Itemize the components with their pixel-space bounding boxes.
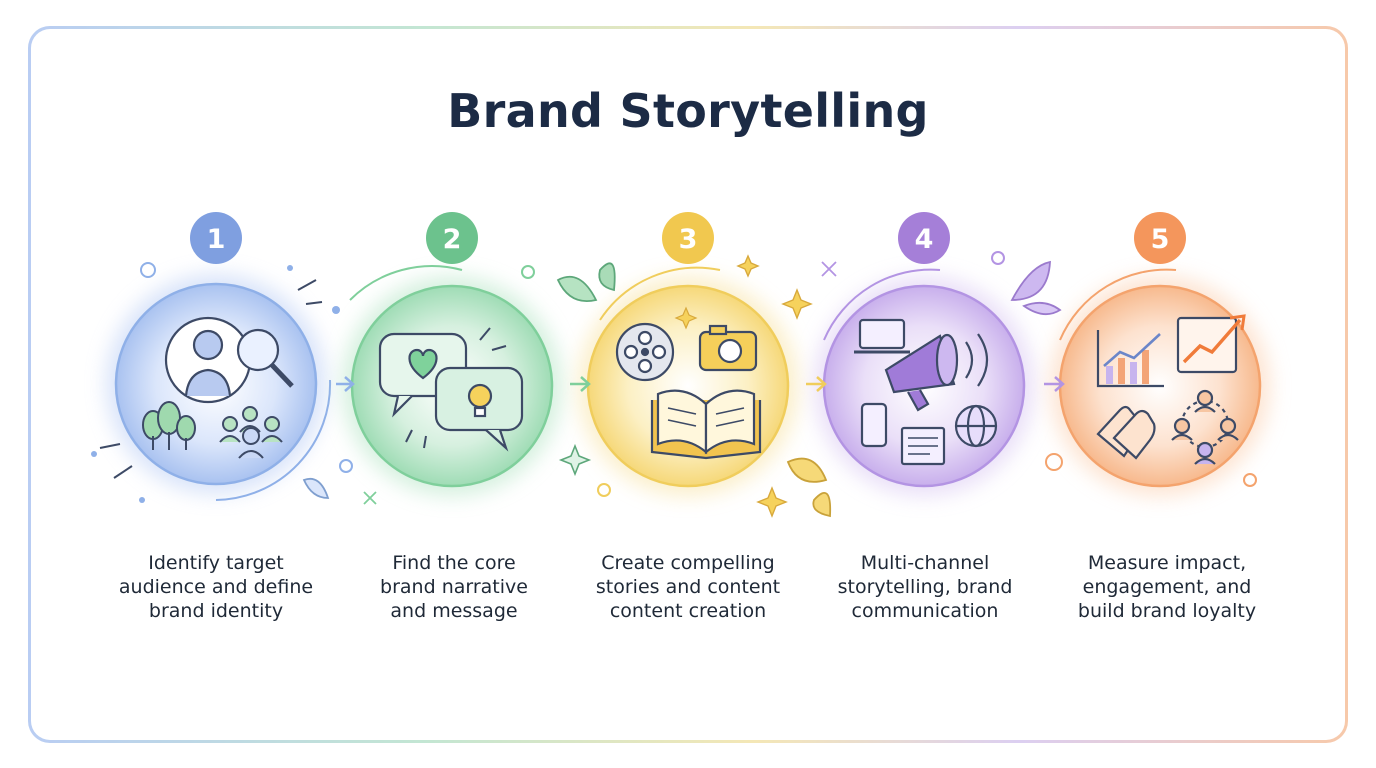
film-reel-icon (615, 322, 675, 382)
step-5: 5 (1050, 212, 1270, 496)
step-1-caption: Identify target audience and define bran… (96, 551, 336, 623)
open-book-icon (650, 389, 762, 460)
sparkle-decoration (821, 261, 837, 277)
step-1-badge (190, 212, 242, 264)
spark-line-decoration (305, 301, 323, 305)
sparkle-lines-icon (405, 327, 507, 449)
trend-arrow-icon (1176, 314, 1246, 374)
step-5-caption-line: Measure impact, (1087, 552, 1247, 574)
leaf-decoration (786, 457, 828, 483)
step-1-orbit (215, 379, 332, 501)
step-5-badge (1134, 212, 1186, 264)
dot-decoration (597, 483, 611, 497)
step-4-caption-line: Multi-channel (860, 552, 990, 574)
step-2-number: 2 (443, 224, 462, 255)
sparkle-decoration (736, 254, 760, 278)
dot-decoration (139, 497, 145, 503)
community-network-icon (1171, 389, 1239, 465)
connector-2-3 (570, 376, 591, 392)
step-5-caption-line: build brand loyalty (1077, 600, 1257, 622)
spark-line-decoration (99, 443, 121, 449)
step-3-caption-line: Create compelling (601, 552, 775, 574)
step-1-caption-line: brand identity (148, 600, 284, 622)
sparkle-decoration (756, 486, 788, 518)
leaf-decoration (598, 262, 616, 292)
dot-decoration (991, 251, 1005, 265)
step-4-number: 4 (915, 224, 934, 255)
globe-icon (954, 404, 998, 448)
step-2-caption-line: brand narrative (380, 576, 528, 598)
step-3-caption: Create compelling stories and content co… (568, 551, 808, 623)
dot-decoration (339, 459, 353, 473)
step-4-orbit (823, 268, 941, 341)
dot-decoration (521, 265, 535, 279)
step-2-badge (426, 212, 478, 264)
step-4-caption: Multi-channel storytelling, brand commun… (805, 551, 1045, 623)
step-4: 4 (814, 212, 1034, 496)
leaf-decoration (556, 275, 598, 302)
audience-icon (219, 406, 283, 459)
sparkle-decoration (363, 491, 377, 505)
step-4-caption-line: communication (851, 600, 999, 622)
step-4-caption-line: storytelling, brand (837, 576, 1013, 598)
step-3: 3 (578, 212, 798, 496)
dot-decoration (287, 265, 293, 271)
growth-chart-icon (1096, 330, 1164, 388)
step-5-number: 5 (1151, 224, 1170, 255)
sparkle-decoration (781, 288, 813, 320)
step-2-orbit (349, 265, 463, 301)
step-5-orbit (1059, 268, 1177, 341)
leaf-decoration (1010, 260, 1051, 301)
connector-4-5 (1044, 376, 1065, 392)
leaf-decoration (812, 491, 832, 518)
step-5-caption: Measure impact, engagement, and build br… (1047, 551, 1287, 623)
sparkle-decoration (558, 443, 592, 477)
step-2-caption-line: and message (390, 600, 518, 622)
step-1-caption-line: audience and define (118, 576, 314, 598)
step-3-badge (662, 212, 714, 264)
step-3-caption-line: stories and content (595, 576, 781, 598)
megaphone-icon (884, 333, 989, 412)
clapping-hands-icon (1096, 405, 1156, 460)
laptop-icon (854, 318, 910, 354)
newspaper-icon (900, 426, 946, 466)
phone-icon (860, 402, 888, 448)
step-1: 1 (106, 212, 332, 501)
step-3-orbit (599, 266, 721, 321)
trees-icon (142, 401, 196, 450)
step-5-caption-line: engagement, and (1082, 576, 1252, 598)
leaf-decoration (1022, 301, 1062, 316)
user-search-icon (164, 316, 294, 404)
step-1-number: 1 (207, 224, 226, 255)
step-2-caption-line: Find the core (392, 552, 516, 574)
spark-line-decoration (297, 279, 317, 291)
dot-decoration (1243, 473, 1257, 487)
dot-decoration (140, 262, 156, 278)
dot-decoration (91, 451, 97, 457)
step-2-caption: Find the core brand narrative and messag… (334, 551, 574, 623)
diagram-title: Brand Storytelling (447, 84, 929, 138)
step-3-number: 3 (679, 224, 698, 255)
step-1-caption-line: Identify target (148, 552, 284, 574)
decorations (91, 251, 1257, 518)
step-2: 2 (342, 212, 562, 496)
dot-decoration (332, 306, 340, 314)
sparkle-decoration (674, 306, 698, 330)
spark-line-decoration (113, 465, 133, 479)
dot-decoration (1045, 453, 1063, 471)
camera-icon (698, 324, 758, 372)
step-4-badge (898, 212, 950, 264)
connector-1-2 (336, 376, 355, 392)
step-3-caption-line: content creation (609, 600, 767, 622)
connector-3-4 (806, 376, 827, 392)
leaf-decoration (302, 477, 330, 499)
lightbulb-chat-icon (434, 366, 524, 452)
